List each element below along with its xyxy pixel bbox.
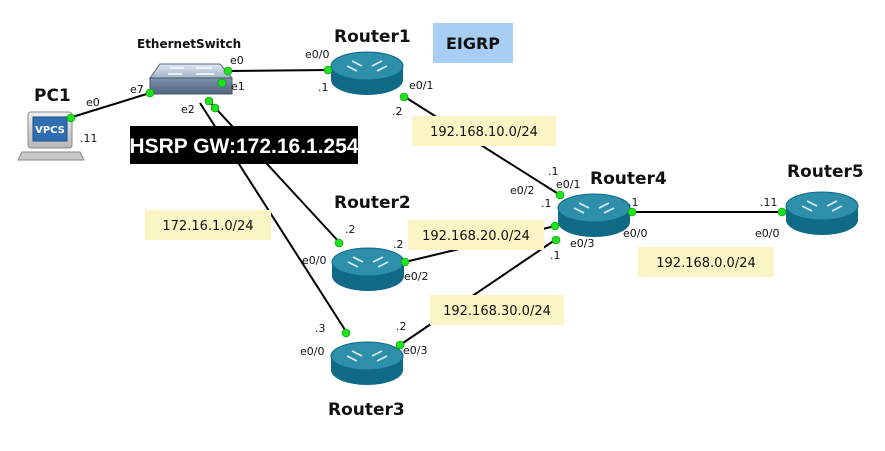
port-r2-host0: .2 (345, 223, 356, 236)
switch-front (149, 77, 233, 95)
port-r1-e00: e0/0 (305, 48, 329, 61)
router2-label: Router2 (334, 193, 411, 213)
endpoint-r4-e03 (551, 235, 561, 245)
router2[interactable] (331, 247, 405, 291)
endpoint-r4-e02 (550, 221, 560, 231)
endpoint-sw-e7 (145, 88, 155, 98)
subnet-r2-r4-label: 192.168.20.0/24 (408, 220, 544, 250)
port-sw-e7: e7 (130, 83, 144, 96)
endpoint-r2-e02 (400, 257, 410, 267)
router3-arrows-icon (346, 350, 388, 362)
endpoint-r1-e01 (399, 92, 409, 102)
endpoint-r5-e00 (777, 207, 787, 217)
subnet-r3-r4-text: 192.168.30.0/24 (443, 304, 551, 319)
port-r1-host1: .2 (392, 105, 403, 118)
pc1-label: PC1 (34, 86, 71, 106)
port-r4-host1: .1 (548, 165, 559, 178)
hsrp-gateway-label: HSRP GW:172.16.1.254 (129, 126, 359, 164)
port-r4-e02: e0/2 (510, 184, 534, 197)
links (68, 69, 782, 346)
port-r1-host0: .1 (318, 81, 329, 94)
link-endpoints (66, 65, 787, 350)
endpoint-r1-e00 (323, 65, 333, 75)
port-r3-host3: .2 (396, 320, 407, 333)
port-r3-e00: e0/0 (300, 345, 324, 358)
switch-label: EthernetSwitch (137, 37, 241, 51)
endpoint-sw-e1 (217, 78, 227, 88)
subnet-r4-r5-label: 192.168.0.0/24 (638, 247, 774, 277)
router5-label: Router5 (787, 162, 864, 182)
endpoint-pc1 (66, 113, 76, 123)
pc1-screen (32, 116, 68, 142)
endpoint-sw-e2a (204, 96, 214, 106)
port-r4-e03: e0/3 (570, 237, 594, 250)
switch-top (149, 63, 234, 79)
endpoint-r3-e03 (395, 340, 405, 350)
router3[interactable] (330, 341, 404, 385)
pc1-base (17, 151, 85, 161)
port-pc1-e0: e0 (86, 96, 100, 109)
endpoint-r4-e00 (627, 207, 637, 217)
subnet-r3-r4-label: 192.168.30.0/24 (430, 295, 564, 325)
port-r2-host2: .2 (393, 238, 404, 251)
port-r2-e00: e0/0 (302, 254, 326, 267)
port-r4-e01: e0/1 (556, 178, 580, 191)
endpoint-sw-e0 (223, 66, 233, 76)
router5-arrows-icon (801, 200, 843, 212)
port-r3-host0: .3 (315, 322, 326, 335)
port-r5-host: .11 (760, 196, 778, 209)
router5[interactable] (785, 191, 859, 235)
router3-top (330, 341, 404, 371)
pc1[interactable]: VPCS (17, 111, 85, 161)
protocol-label-text: EIGRP (446, 34, 500, 53)
subnet-lan-text: 172.16.1.0/24 (162, 219, 253, 234)
port-r5-e00: e0/0 (755, 227, 779, 240)
router3-label: Router3 (328, 400, 405, 420)
router1[interactable] (330, 51, 404, 95)
port-r4-e00: e0/0 (623, 227, 647, 240)
router4-arrows-icon (573, 202, 615, 214)
link-router3-router4 (399, 239, 556, 346)
endpoint-r4-e01 (555, 190, 565, 200)
router4[interactable] (557, 193, 631, 237)
switch-arrows-icon (168, 67, 214, 75)
endpoint-r3-e00 (341, 328, 351, 338)
router4-label: Router4 (590, 169, 667, 189)
port-r1-e01: e0/1 (409, 79, 433, 92)
link-switch-router2 (207, 99, 341, 244)
router4-top (557, 193, 631, 223)
router2-top (331, 247, 405, 277)
port-r4-host2: .1 (541, 197, 552, 210)
port-pc1-host: .11 (80, 132, 98, 145)
router1-label: Router1 (334, 27, 411, 47)
router5-top (785, 191, 859, 221)
subnet-r4-r5-text: 192.168.0.0/24 (656, 256, 756, 271)
port-labels: e0 .11 e7 e0 e1 e2 e0/0 .1 e0/1 .2 .2 e0… (80, 48, 779, 358)
port-r3-e03: e0/3 (403, 344, 427, 357)
hsrp-gateway-text: HSRP GW:172.16.1.254 (129, 135, 359, 158)
ethernet-switch[interactable] (149, 63, 234, 95)
subnet-lan-label: 172.16.1.0/24 (145, 210, 271, 240)
endpoint-r2-e00 (334, 238, 344, 248)
port-r4-host3: .1 (550, 249, 561, 262)
link-pc1-switch (68, 92, 151, 119)
pc1-screen-label: VPCS (35, 125, 65, 136)
port-r2-e02: e0/2 (404, 270, 428, 283)
endpoint-sw-e2b (210, 103, 220, 113)
router1-arrows-icon (346, 60, 388, 72)
router2-arrows-icon (347, 256, 389, 268)
port-sw-e1: e1 (231, 80, 245, 93)
port-sw-e2: e2 (181, 103, 195, 116)
subnet-r2-r4-text: 192.168.20.0/24 (422, 229, 530, 244)
port-r4-host0: .1 (628, 196, 639, 209)
subnet-r1-r4-text: 192.168.10.0/24 (430, 125, 538, 140)
port-sw-e0: e0 (230, 54, 244, 67)
router1-top (330, 51, 404, 81)
subnet-r1-r4-label: 192.168.10.0/24 (412, 116, 556, 146)
link-switch-router1 (228, 69, 329, 72)
protocol-label: EIGRP (433, 23, 513, 63)
